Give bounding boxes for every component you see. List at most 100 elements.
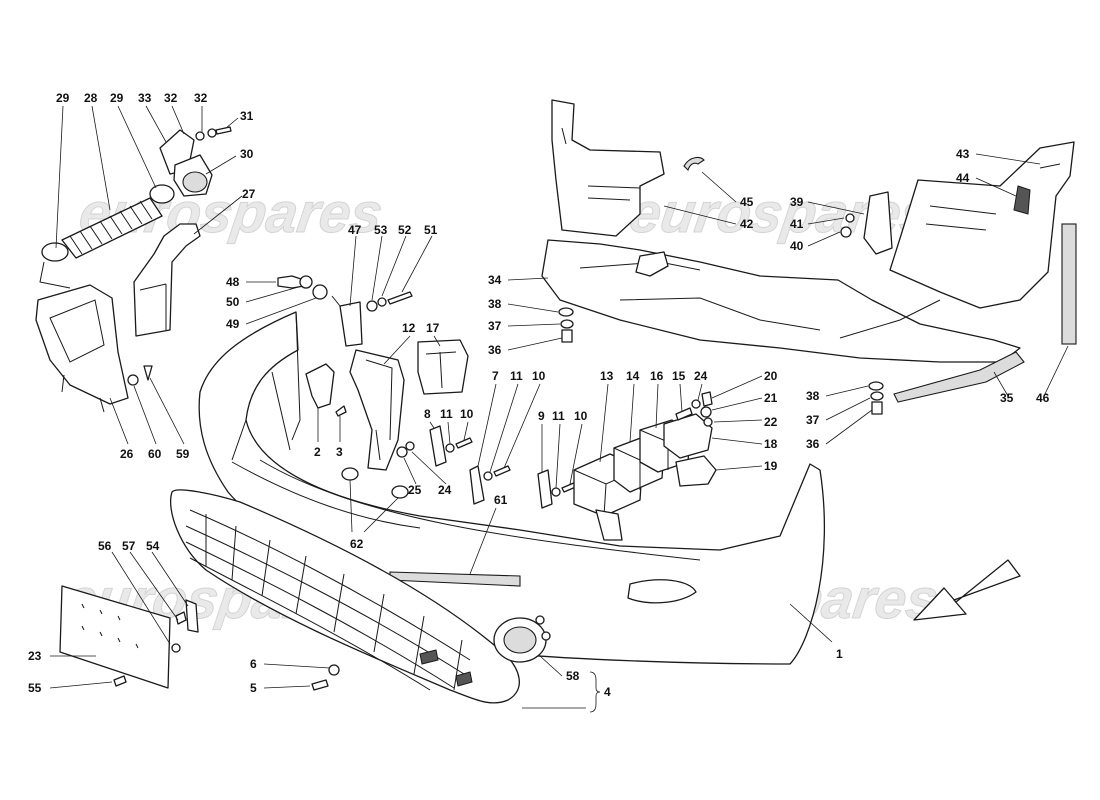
callout-24b: 24 — [694, 369, 708, 383]
bumper-side-edge — [231, 311, 301, 461]
front-direction-arrow — [913, 559, 1021, 621]
fog-lamp-inner — [503, 626, 537, 654]
callout-38b: 38 — [806, 389, 820, 403]
callout-8: 8 — [424, 407, 431, 421]
screw-5 — [311, 679, 329, 691]
heat-shield-43-slots — [925, 163, 1061, 231]
callout-13: 13 — [600, 369, 614, 383]
callout-10a: 10 — [460, 407, 474, 421]
callout-36a: 36 — [488, 343, 502, 357]
callout-5: 5 — [250, 681, 257, 695]
screw-3 — [335, 405, 347, 417]
callout-29a: 29 — [56, 91, 70, 105]
plate-18 — [663, 413, 713, 459]
callout-33: 33 — [138, 91, 152, 105]
callout-32a: 32 — [164, 91, 178, 105]
callout-22: 22 — [764, 415, 778, 429]
license-plate-bracket-23 — [59, 585, 171, 689]
washer-21 — [700, 406, 712, 418]
nut-40 — [840, 226, 852, 238]
callout-39: 39 — [790, 195, 804, 209]
bolt-10b — [493, 465, 511, 477]
air-duct-assembly — [35, 126, 232, 413]
callout-15: 15 — [672, 369, 686, 383]
absorber-13-leg — [595, 509, 623, 541]
washer-38b — [868, 381, 884, 391]
callout-29b: 29 — [110, 91, 124, 105]
washer-32 — [195, 131, 205, 141]
callout-53: 53 — [374, 223, 388, 237]
heat-shield-42-slots — [561, 127, 641, 201]
nut-56 — [171, 643, 181, 653]
bracket-12 — [349, 349, 405, 471]
nut-24 — [405, 441, 415, 451]
plug-62b — [391, 485, 409, 499]
callout-7: 7 — [492, 369, 499, 383]
bracket-39 — [863, 191, 893, 255]
callout-12: 12 — [402, 321, 416, 335]
bracket-7 — [469, 465, 485, 505]
callout-18: 18 — [764, 437, 778, 451]
bracket-12-detail — [365, 359, 393, 461]
callout-20: 20 — [764, 369, 778, 383]
callout-37b: 37 — [806, 413, 820, 427]
bolt-36b — [871, 401, 883, 415]
callout-31: 31 — [240, 109, 254, 123]
callout-61: 61 — [494, 493, 508, 507]
callout-4: 4 — [604, 685, 611, 699]
callout-51: 51 — [424, 223, 438, 237]
bracket-17-detail — [425, 351, 457, 389]
callout-27: 27 — [242, 187, 256, 201]
corrugated-hose — [61, 197, 163, 259]
callout-55: 55 — [28, 681, 42, 695]
impact-absorbers — [573, 391, 717, 541]
front-grille — [170, 489, 551, 704]
callout-3: 3 — [336, 445, 343, 459]
duct-housing-flange — [61, 374, 105, 413]
callout-37a: 37 — [488, 319, 502, 333]
bolt-31 — [215, 126, 232, 135]
callout-19: 19 — [764, 459, 778, 473]
callout-44: 44 — [956, 171, 970, 185]
intake-duct — [133, 223, 201, 337]
bracket-47-arm — [331, 295, 341, 307]
callout-11a: 11 — [440, 407, 453, 421]
heat-shield-42 — [551, 99, 665, 237]
callout-26: 26 — [120, 447, 134, 461]
callout-58: 58 — [566, 669, 580, 683]
nut-6 — [328, 664, 340, 676]
callout-41: 41 — [790, 217, 804, 231]
grille-clip-a — [419, 649, 439, 665]
screw-55 — [113, 675, 127, 687]
washer-11a — [445, 443, 455, 453]
washer-11c — [551, 487, 561, 497]
callout-57: 57 — [122, 539, 136, 553]
leader-lines — [49, 105, 1069, 713]
washer-37a — [560, 319, 574, 329]
grille-clip-b — [455, 671, 473, 687]
bushing-49 — [312, 284, 328, 300]
callout-60: 60 — [148, 447, 162, 461]
callout-34: 34 — [488, 273, 502, 287]
callout-30: 30 — [240, 147, 254, 161]
callout-23: 23 — [28, 649, 42, 663]
bolt-15 — [675, 407, 693, 421]
callout-14: 14 — [626, 369, 640, 383]
washer-11b — [483, 471, 493, 481]
grille-bars — [185, 509, 471, 691]
callout-labels: 29 28 29 33 32 32 31 30 27 47 53 52 51 4… — [28, 91, 1050, 699]
seal-strip-46 — [1061, 223, 1077, 345]
callout-43: 43 — [956, 147, 970, 161]
callout-11b: 11 — [510, 369, 523, 383]
callout-24a: 24 — [438, 483, 452, 497]
clamp-band — [39, 261, 71, 289]
callout-50: 50 — [226, 295, 240, 309]
bracket-8 — [429, 425, 447, 467]
front-bumper — [198, 311, 826, 665]
bracket-47 — [339, 301, 363, 347]
callout-47: 47 — [348, 223, 362, 237]
callout-16: 16 — [650, 369, 664, 383]
washer-52 — [377, 297, 387, 307]
callout-54: 54 — [146, 539, 160, 553]
bracket-hardware — [277, 275, 579, 509]
